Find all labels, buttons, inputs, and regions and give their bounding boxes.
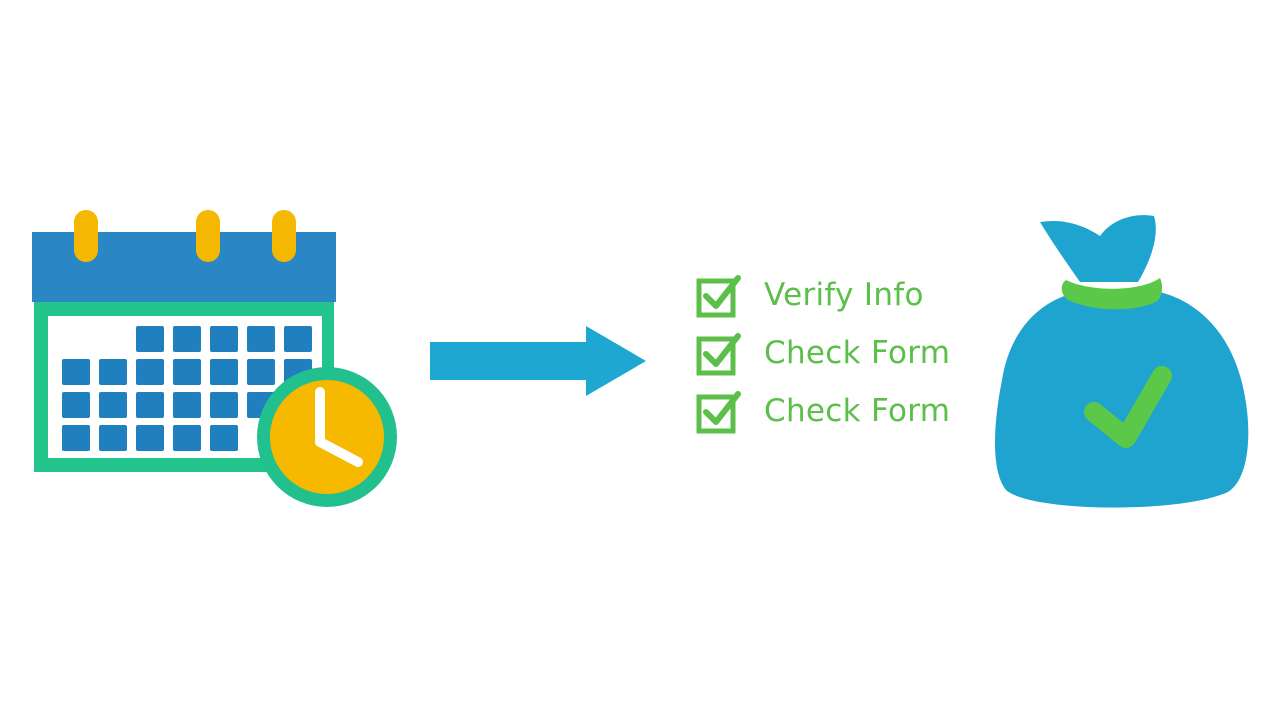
clock-icon (257, 367, 397, 507)
money-bag-icon (995, 215, 1249, 508)
calendar-icon (32, 210, 336, 472)
checklist: Verify Info Check Form Check Form (696, 266, 996, 440)
checklist-item-label: Verify Info (764, 277, 924, 313)
checked-box-icon (696, 391, 741, 434)
calendar-ring (272, 210, 296, 262)
calendar-grid (62, 326, 312, 451)
checklist-item-label: Check Form (764, 393, 951, 429)
checked-box-icon (696, 333, 741, 376)
checklist-item: Verify Info (696, 266, 996, 324)
checklist-item: Check Form (696, 324, 996, 382)
calendar-ring (74, 210, 98, 262)
calendar-ring (196, 210, 220, 262)
checklist-item-label: Check Form (764, 335, 951, 371)
arrow-right-icon (430, 326, 646, 396)
checklist-item: Check Form (696, 382, 996, 440)
checked-box-icon (696, 275, 741, 318)
